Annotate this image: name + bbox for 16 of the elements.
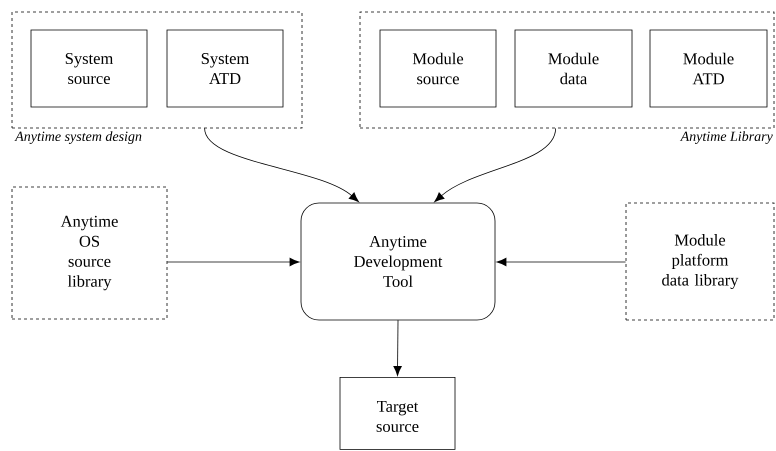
arrow	[204, 128, 359, 202]
arrow	[393, 320, 402, 376]
process-box: Target source	[340, 377, 456, 450]
tool-box: Anytime Development Tool	[300, 202, 496, 320]
process-box: System source	[30, 30, 148, 108]
arrow	[496, 258, 626, 266]
arrow	[434, 128, 556, 202]
process-box: Module ATD	[650, 30, 768, 108]
process-box: Module data	[514, 30, 632, 108]
node-label: Anytime system design	[14, 131, 142, 144]
source-box: Module platform data library	[626, 202, 774, 320]
process-box: System ATD	[166, 30, 284, 108]
source-box: Anytime OS source library	[12, 186, 168, 320]
arrow	[167, 258, 300, 266]
process-box: Module source	[380, 30, 496, 108]
node-label: Anytime Library	[680, 131, 773, 144]
